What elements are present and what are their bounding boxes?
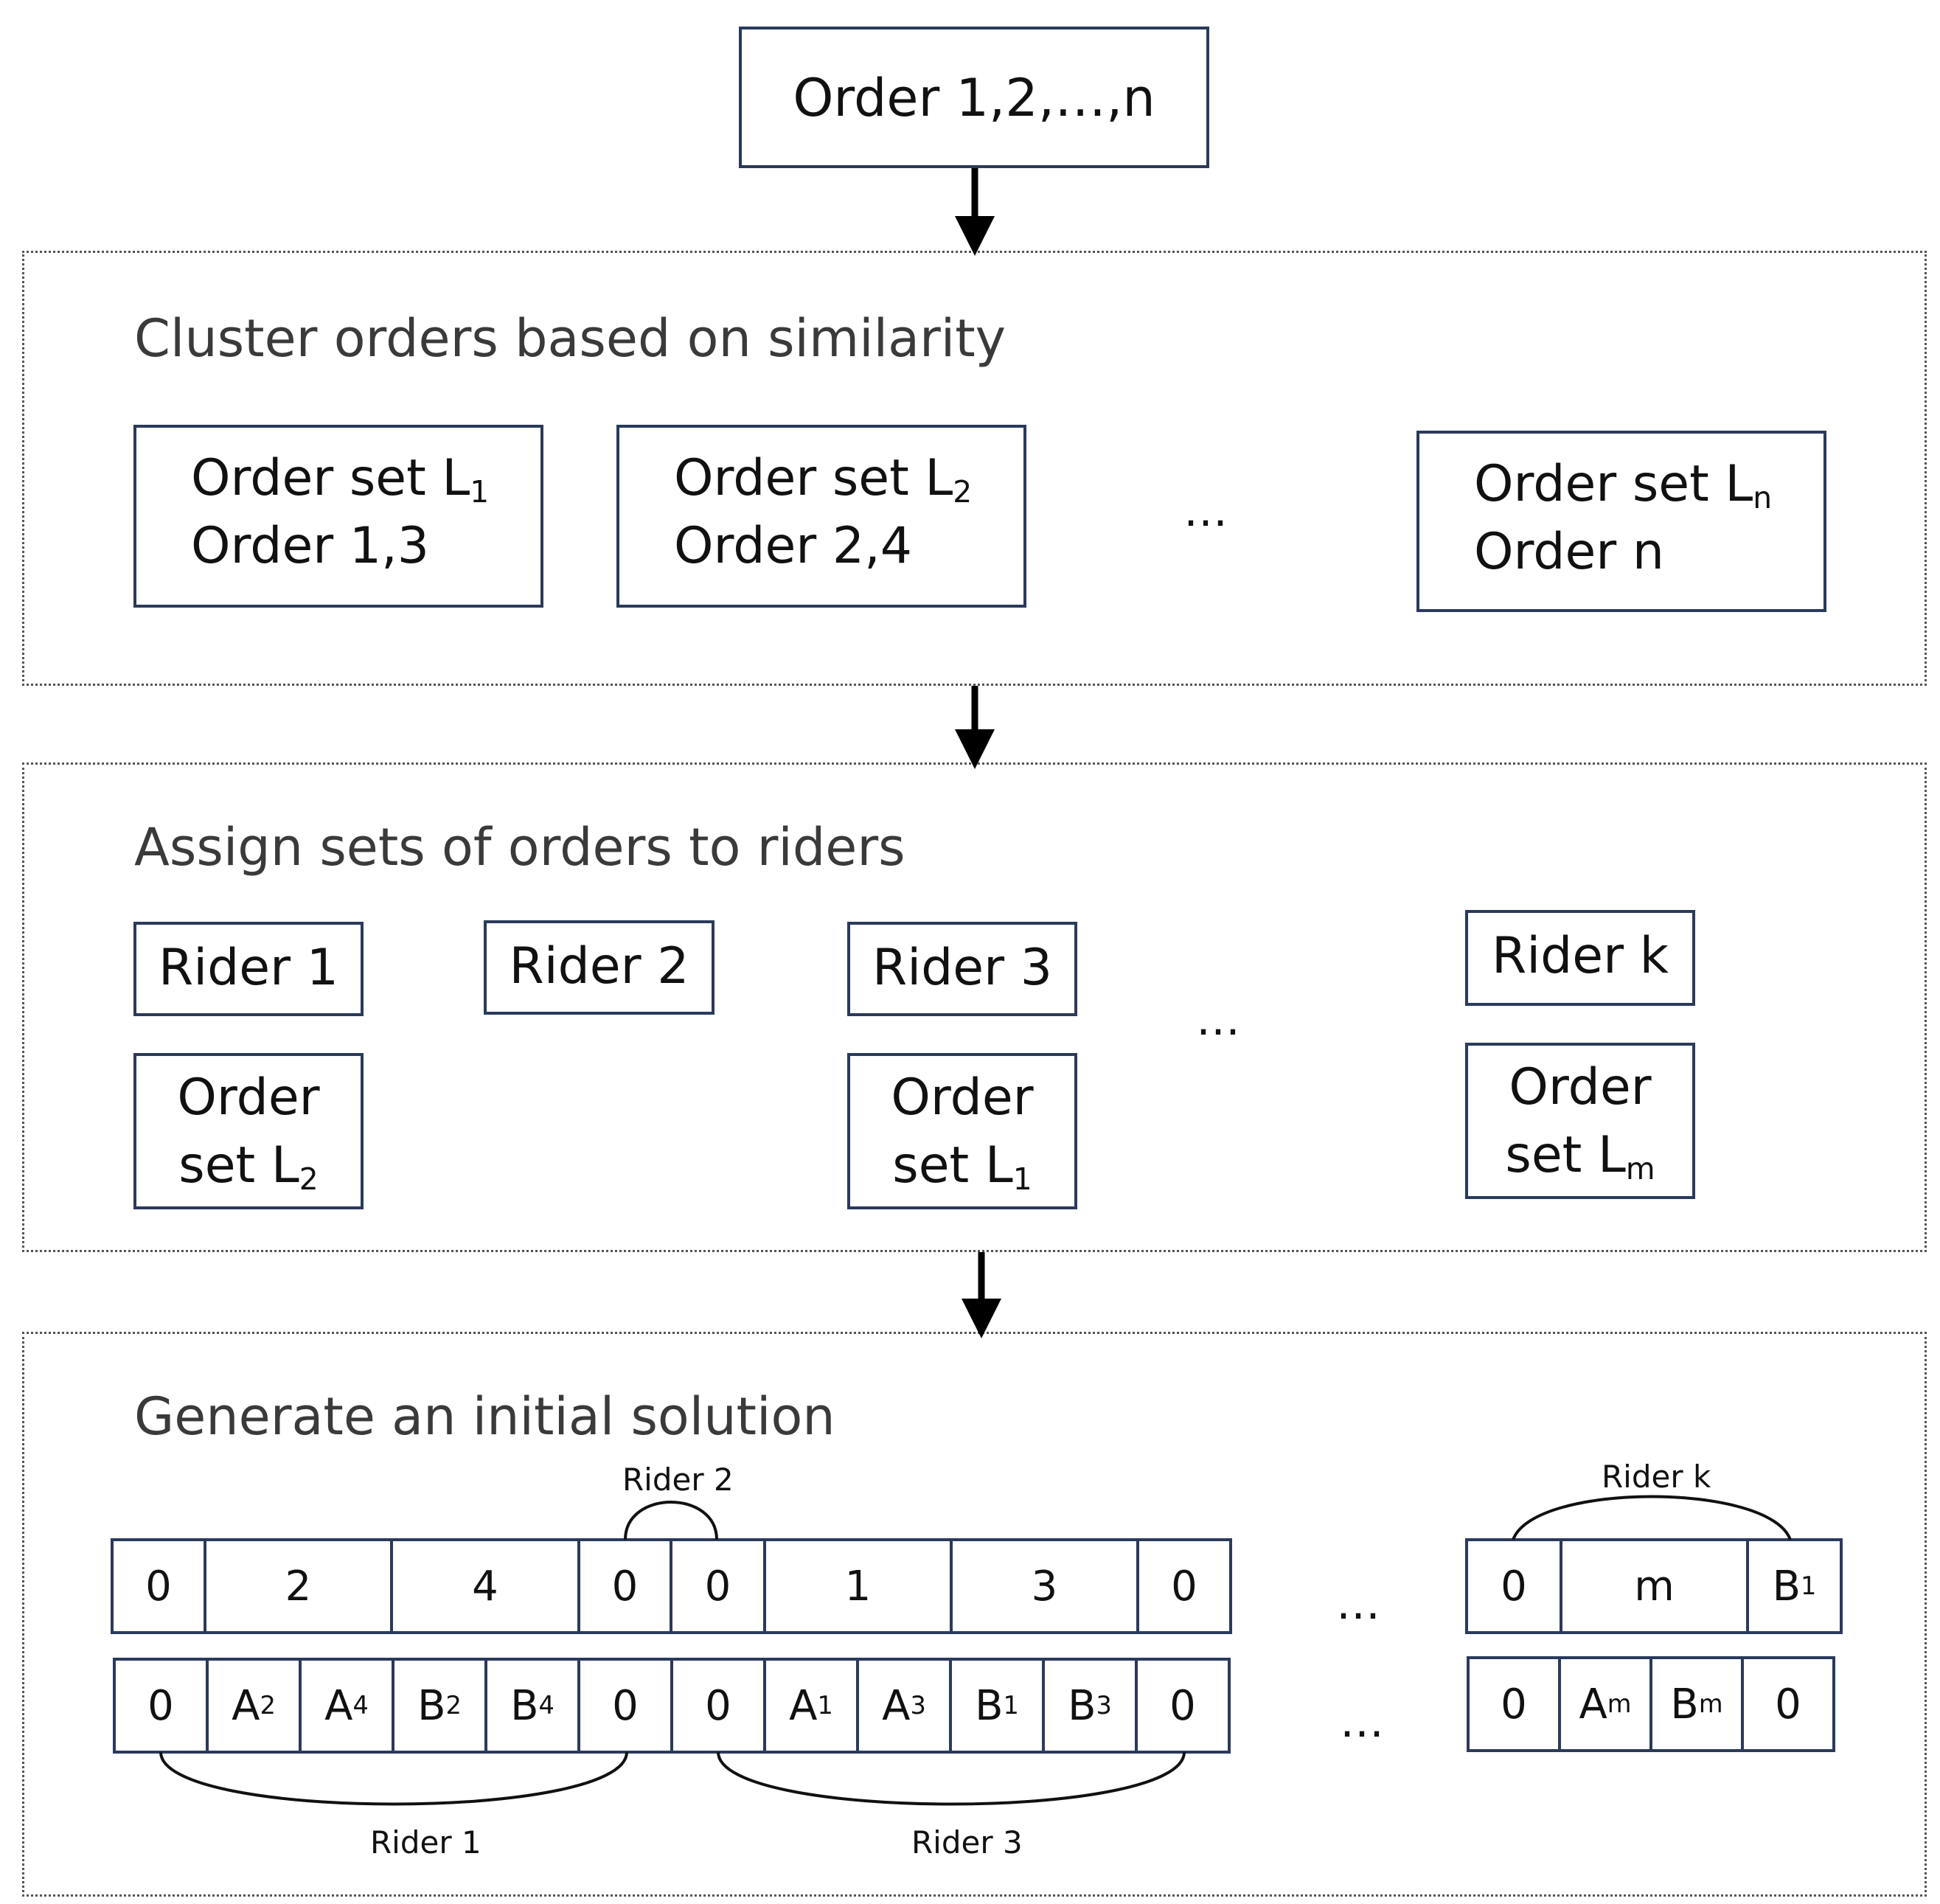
order-set-orders-n: Order n [1474,523,1664,581]
order-set-box-1: Order set L1 Order 1,3 [133,425,543,608]
order-cell: 1 [763,1538,953,1634]
order-set-label-1: Order set L1 [191,449,490,510]
order-set-box-2: Order set L2 Order 2,4 [616,425,1026,608]
assigned-set-line1-3: Order [891,1069,1034,1127]
rider2-route-label: Rider 2 [622,1462,734,1498]
order-set-orders-1: Order 1,3 [191,517,429,575]
rider-box-k: Rider k [1465,910,1695,1006]
cluster-panel-title: Cluster orders based on similarity [134,308,1006,369]
rider-ellipsis: … [1196,994,1242,1046]
node-cell: 0 [1741,1656,1835,1752]
assign-panel-title: Assign sets of orders to riders [134,817,905,878]
rider-box-3: Rider 3 [847,922,1077,1016]
row1-ellipsis: … [1336,1578,1382,1630]
rider3-arc [717,1751,1186,1806]
assigned-set-line2-1: set L2 [178,1136,319,1198]
input-orders-box: Order 1,2,…,n [739,27,1209,168]
input-orders-label: Order 1,2,…,n [793,68,1155,128]
assigned-set-line1-k: Order [1509,1058,1652,1116]
riderk-route-label: Rider k [1602,1459,1711,1495]
rider-box-2: Rider 2 [484,920,715,1015]
rider3-route-label: Rider 3 [911,1824,1023,1860]
assigned-set-box-3: Order set L1 [847,1053,1077,1209]
assigned-set-line2-3: set L1 [892,1136,1032,1198]
rider-label-3: Rider 3 [872,939,1052,997]
order-cell: 0 [1136,1538,1232,1634]
assigned-set-box-k: Order set Lm [1465,1043,1695,1199]
riderk-arc [1512,1495,1792,1540]
order-cell: 3 [950,1538,1139,1634]
order-set-ellipsis: … [1183,485,1229,537]
rider-label-k: Rider k [1491,927,1669,985]
assigned-set-box-1: Order set L2 [133,1053,364,1209]
rider1-arc [159,1751,628,1806]
solution-panel-title: Generate an initial solution [134,1386,835,1447]
order-cell: 0 [111,1538,206,1634]
order-set-label-n: Order set Ln [1474,455,1773,516]
order-cell: 2 [204,1538,393,1634]
order-cell: 4 [390,1538,580,1634]
order-set-label-2: Order set L2 [674,449,973,510]
rider-label-2: Rider 2 [509,937,689,996]
order-set-orders-2: Order 2,4 [674,517,912,575]
rider-box-1: Rider 1 [133,922,364,1016]
node-cell: 0 [113,1658,209,1754]
order-set-box-n: Order set Ln Order n [1416,431,1826,612]
rider1-route-label: Rider 1 [370,1824,481,1860]
assigned-set-line2-k: set Lm [1505,1126,1655,1187]
row2-ellipsis: … [1340,1696,1386,1748]
rider-label-1: Rider 1 [159,939,338,997]
assigned-set-line1-1: Order [177,1069,320,1127]
rider2-arc [624,1501,718,1540]
